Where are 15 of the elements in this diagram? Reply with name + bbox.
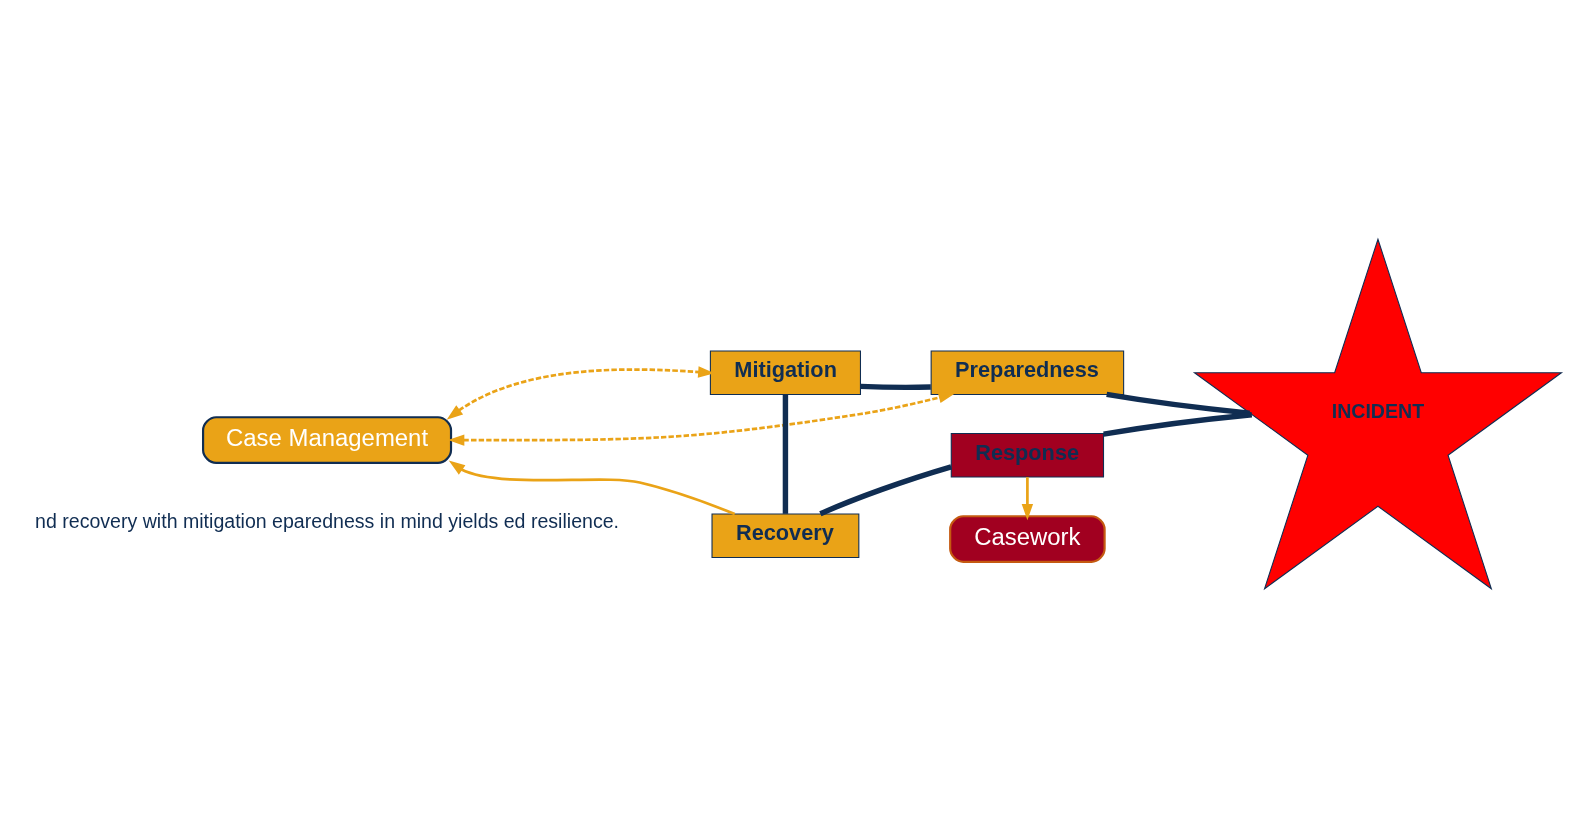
node-box: Mitigation: [709, 350, 861, 395]
label: nd recovery with mitigation eparedness in mind yields ed resilience.: [35, 509, 620, 532]
connector: [860, 383, 931, 391]
node-box: Case Management: [202, 416, 453, 465]
connector: [1103, 412, 1253, 437]
node-box: Response: [950, 433, 1105, 478]
connector: [1106, 391, 1250, 416]
node-box: Preparedness: [930, 350, 1125, 395]
arrow: [448, 392, 955, 446]
arrow: [448, 460, 736, 516]
arrow: [1021, 477, 1034, 521]
connector: [819, 464, 952, 517]
connector: [782, 394, 789, 514]
node-box: Recovery: [711, 513, 860, 559]
node-box: Casework: [949, 515, 1106, 563]
